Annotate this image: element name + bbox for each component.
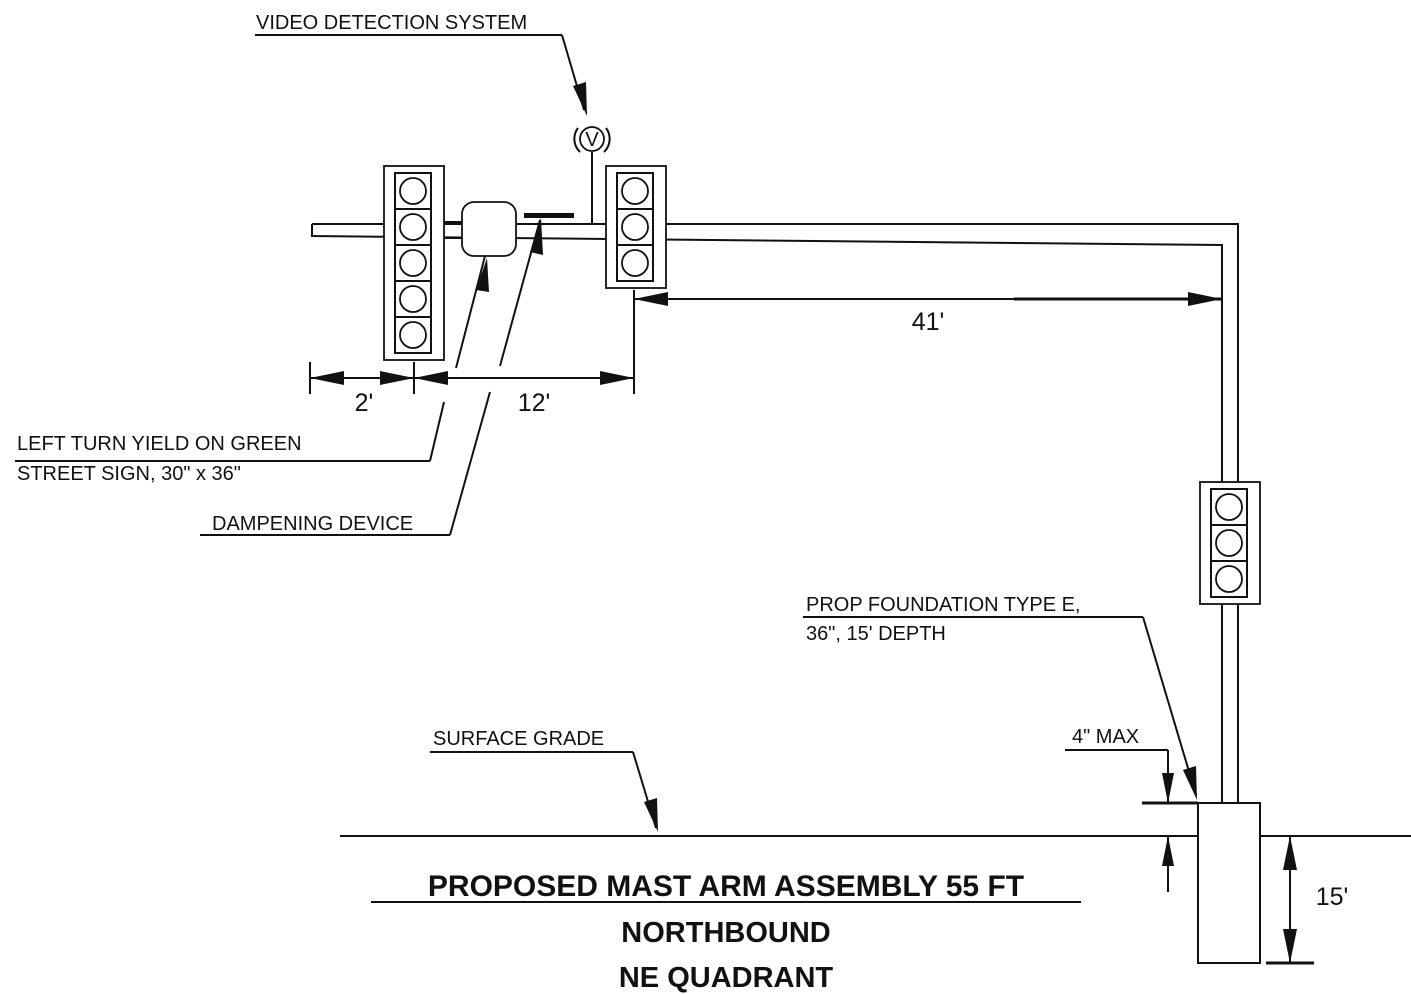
mast-arm [311,223,1239,803]
dimension-15ft-label: 15' [1316,883,1349,911]
dimension-41ft-label: 41' [912,308,945,336]
foundation-line1: PROP FOUNDATION TYPE E, [806,594,1081,616]
callout-dampening-device: DAMPENING DEVICE [200,218,543,536]
left-turn-sign-line2: STREET SIGN, 30" x 36" [17,463,241,485]
dimension-15ft: 15' [1264,835,1349,965]
left-turn-sign-line1: LEFT TURN YIELD ON GREEN [17,433,302,455]
max-height-dimension: 4" MAX [1065,726,1198,892]
callout-foundation: PROP FOUNDATION TYPE E, 36", 15' DEPTH [803,594,1197,800]
title-direction: NORTHBOUND [621,917,830,949]
max-height-label: 4" MAX [1072,726,1139,748]
dampening-device [524,213,574,218]
title-quadrant: NE QUADRANT [619,962,834,994]
street-sign [444,201,517,257]
title-block: PROPOSED MAST ARM ASSEMBLY 55 FT NORTHBO… [371,870,1081,994]
dimension-41ft: 41' [634,292,1222,336]
signal-head-pole [1199,481,1261,605]
dimension-2ft-label: 2' [355,389,374,417]
video-detection-camera: V [573,126,611,224]
title-main: PROPOSED MAST ARM ASSEMBLY 55 FT [428,870,1024,903]
dampening-device-label: DAMPENING DEVICE [212,513,413,535]
dimension-12ft: 12' [414,290,635,417]
dimension-12ft-label: 12' [518,389,551,417]
video-symbol: V [585,129,599,151]
signal-head-5-section [383,165,445,361]
video-detection-label: VIDEO DETECTION SYSTEM [256,12,527,34]
signal-head-arm [605,165,667,289]
callout-left-turn-sign: LEFT TURN YIELD ON GREEN STREET SIGN, 30… [15,255,489,485]
foundation-line2: 36", 15' DEPTH [806,623,946,645]
surface-grade-label: SURFACE GRADE [433,728,604,750]
dimension-2ft: 2' [309,362,415,417]
callout-video-detection: VIDEO DETECTION SYSTEM [255,12,587,116]
foundation [1197,802,1261,964]
callout-surface-grade: SURFACE GRADE [430,728,658,832]
